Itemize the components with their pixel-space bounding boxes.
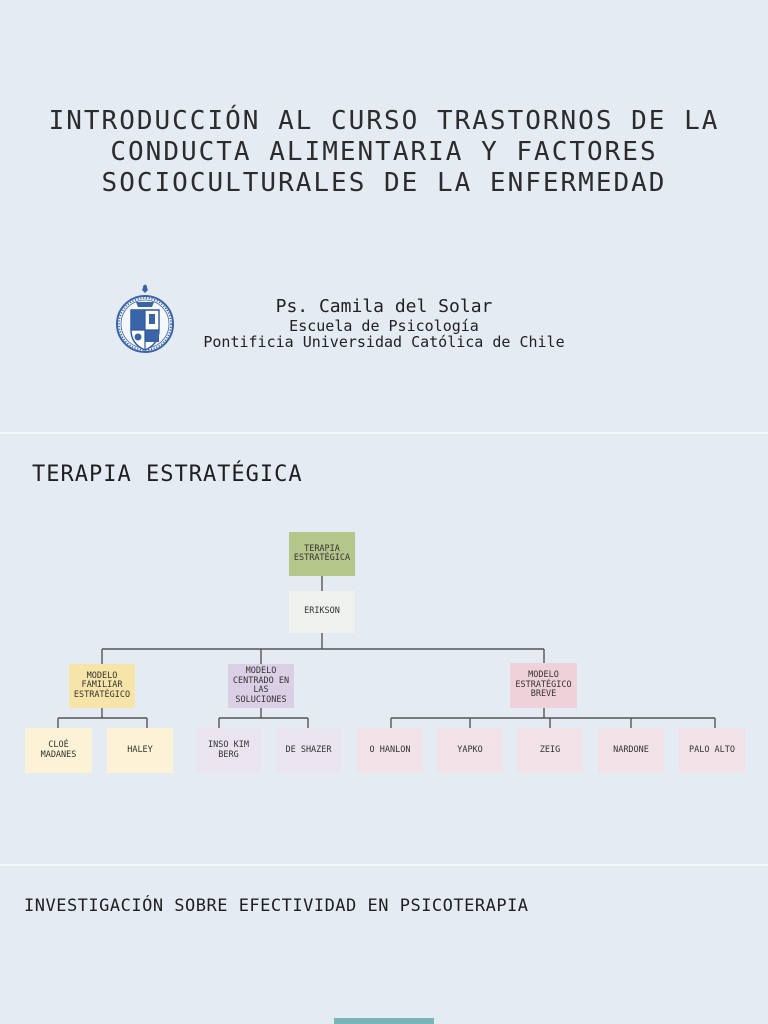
node-palo-alto: PALO ALTO	[679, 728, 745, 773]
slide-title: TERAPIA ESTRATÉGICA	[32, 462, 303, 487]
node-cloe-madanes: CLOÉ MADANES	[25, 728, 92, 773]
slide-divider	[0, 864, 768, 866]
node-root: TERAPIA ESTRATÉGICA	[289, 532, 355, 576]
node-model-breve: MODELO ESTRATÉGICO BREVE	[510, 663, 577, 708]
school-name: Escuela de Psicología	[289, 317, 479, 335]
node-erikson: ERIKSON	[289, 591, 355, 633]
node-yapko: YAPKO	[437, 728, 503, 773]
node-de-shazer: DE SHAZER	[276, 728, 341, 773]
strategic-therapy-slide: TERAPIA ESTRATÉGICA TERAPIA ESTRA	[0, 434, 768, 864]
author-name: Ps. Camila del Solar	[275, 296, 493, 317]
title-slide: INTRODUCCIÓN AL CURSO TRASTORNOS DE LA C…	[0, 0, 768, 432]
accent-bar	[334, 1018, 434, 1024]
author-block: Ps. Camila del Solar Escuela de Psicolog…	[150, 296, 618, 350]
node-model-familiar: MODELO FAMILIAR ESTRATÉGICO	[69, 664, 135, 708]
node-inso-kim-berg: INSO KIM BERG	[196, 728, 261, 773]
node-zeig: ZEIG	[517, 728, 583, 773]
node-nardone: NARDONE	[598, 728, 664, 773]
university-seal-logo	[116, 284, 174, 353]
org-chart-connectors	[57, 576, 716, 728]
slide-title: INVESTIGACIÓN SOBRE EFECTIVIDAD EN PSICO…	[24, 896, 529, 916]
node-haley: HALEY	[107, 728, 173, 773]
node-model-soluciones: MODELO CENTRADO EN LAS SOLUCIONES	[228, 664, 294, 708]
slide-divider	[0, 432, 768, 434]
node-o-hanlon: O HANLON	[357, 728, 423, 773]
research-slide: INVESTIGACIÓN SOBRE EFECTIVIDAD EN PSICO…	[0, 866, 768, 1024]
presentation-title: INTRODUCCIÓN AL CURSO TRASTORNOS DE LA C…	[48, 106, 720, 198]
university-name: Pontificia Universidad Católica de Chile	[203, 333, 565, 351]
